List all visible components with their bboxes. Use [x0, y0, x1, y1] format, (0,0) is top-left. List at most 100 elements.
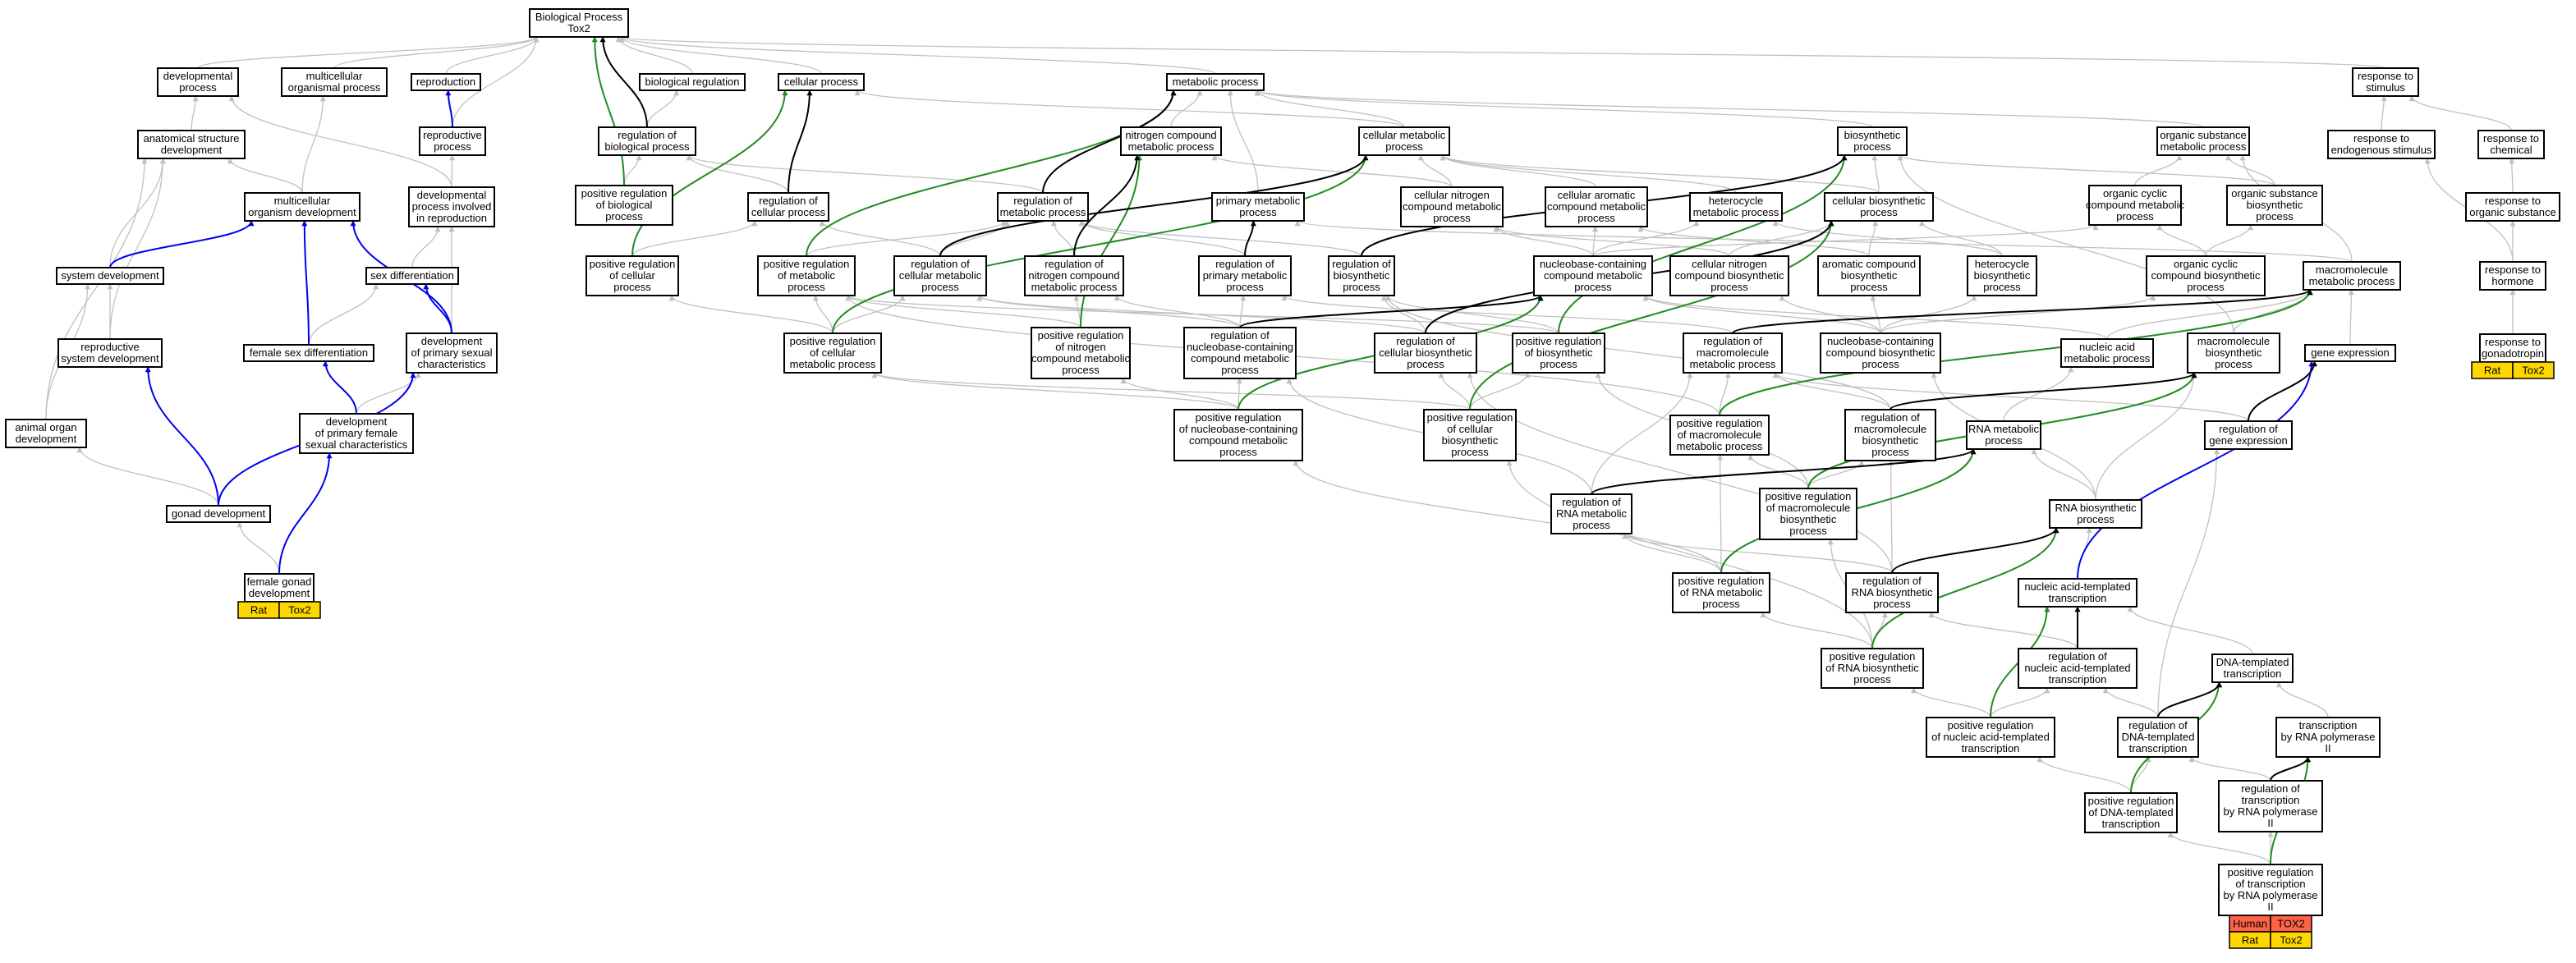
go-term-label-line: organic substance	[2469, 206, 2556, 218]
go-term-gonad[interactable]: gonad development	[166, 505, 271, 523]
go-term-label-line: metabolic process	[1677, 440, 1763, 452]
go-term-sysdev[interactable]: system development	[56, 267, 164, 285]
go-term-bioreg[interactable]: biological regulation	[639, 73, 746, 91]
edge-positively-regulates-posregmacro-to-macromet	[1719, 289, 2313, 416]
go-term-cellproc[interactable]: cellular process	[778, 73, 865, 91]
go-term-regnucbase[interactable]: regulation ofnucleobase-containingcompou…	[1183, 327, 1297, 379]
go-term-label-line: stimulus	[2366, 81, 2405, 94]
go-term-sexdiff[interactable]: sex differentiation	[365, 267, 459, 285]
go-term-repro[interactable]: reproduction	[411, 73, 481, 91]
go-term-box	[1845, 572, 1939, 613]
go-term-label-line: gonadotropin	[2482, 347, 2544, 360]
go-term-box	[2049, 499, 2142, 529]
go-term-label-line: process	[2215, 358, 2252, 370]
go-term-label-line: hormone	[2491, 275, 2533, 287]
go-term-label-line: nucleic acid-templated	[2024, 580, 2130, 593]
edge-positively-regulates-posregcell-to-cellproc	[631, 89, 788, 257]
go-term-femsex[interactable]: female sex differentiation	[243, 344, 374, 362]
go-term-metproc[interactable]: metabolic process	[1166, 73, 1265, 91]
go-term-geneexp[interactable]: gene expression	[2304, 344, 2396, 362]
go-term-regmacrobio[interactable]: regulation ofmacromoleculebiosyntheticpr…	[1844, 409, 1936, 461]
go-term-label-line: positive regulation	[1516, 335, 1602, 347]
go-term-box	[1423, 409, 1517, 461]
go-term-box	[529, 8, 629, 38]
go-term-label-line: development	[421, 335, 483, 347]
species-badge-gene: Tox2	[288, 604, 310, 617]
